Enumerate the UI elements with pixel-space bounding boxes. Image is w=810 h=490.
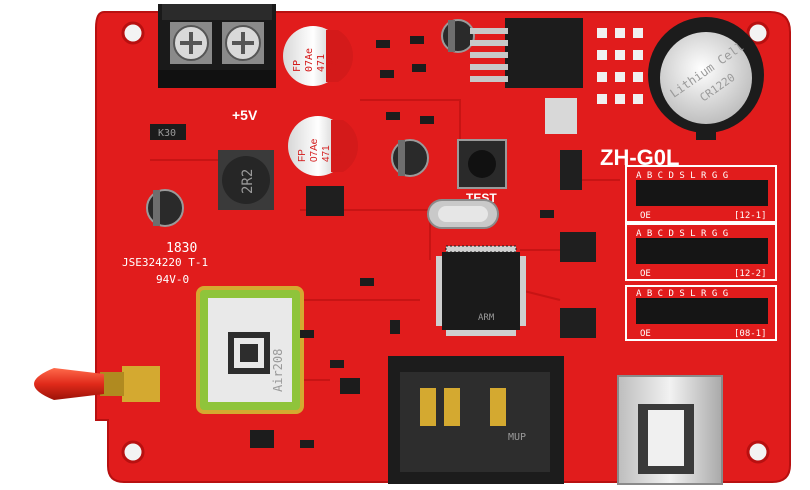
module-brand: Air208 — [271, 349, 285, 392]
inductor: 2R2 — [218, 150, 274, 210]
mcu-chip: ARM — [436, 245, 526, 336]
mounting-holes — [121, 21, 770, 464]
connector-label: [08-1] — [734, 329, 767, 339]
oe-label: OE — [640, 269, 651, 279]
sim-text: MUP — [508, 432, 526, 443]
capacitor-middle: FP 07Ae 471 16 — [288, 116, 359, 176]
capacitor-text: FP — [297, 149, 308, 162]
small-ics — [306, 150, 596, 338]
connector-label: [12-1] — [734, 211, 767, 221]
coin-cell-battery: Lithium Cell CR1220 — [648, 17, 764, 140]
voltage-regulator — [470, 18, 583, 134]
hub-connectors: A B C D S L R G G A B C D S L R G G A B … — [625, 165, 777, 341]
power-terminal-block — [158, 4, 276, 88]
silkscreen-codes: 1830 JSE324220 T-1 94V-0 — [122, 241, 208, 286]
resistor-label: K30 — [158, 128, 176, 139]
resistor: K30 — [150, 124, 186, 140]
capacitor-text: 471 — [321, 145, 332, 162]
capacitor-text: 07Ae — [309, 138, 320, 162]
pad-grid — [597, 28, 643, 104]
capacitor-top: FP 07Ae 471 16 — [283, 26, 354, 86]
oe-label: OE — [640, 211, 651, 221]
connector-header: A B C D S L R G G — [636, 229, 728, 239]
capacitor-text: 16 — [333, 150, 344, 162]
cert-code: JSE324220 T-1 — [122, 256, 208, 269]
oe-label: OE — [640, 329, 651, 339]
connector-header: A B C D S L R G G — [636, 289, 728, 299]
connector-header: A B C D S L R G G — [636, 171, 728, 181]
sim-card-slot: MUP — [388, 356, 564, 484]
connector-label: [12-2] — [734, 269, 767, 279]
gsm-module: Air208 — [196, 286, 304, 414]
inductor-label: 2R2 — [240, 169, 256, 194]
small-capacitors — [146, 19, 475, 227]
capacitor-text: 16 — [328, 60, 339, 72]
date-code: 1830 — [166, 241, 197, 256]
test-button — [457, 139, 507, 189]
smd-components — [250, 36, 554, 448]
capacitor-text: FP — [292, 60, 303, 72]
voltage-label: +5V — [232, 107, 258, 123]
antenna — [34, 366, 160, 402]
mcu-brand: ARM — [478, 313, 495, 323]
capacitor-text: 07Ae — [304, 48, 315, 72]
flame-rating: 94V-0 — [156, 273, 189, 286]
crystal-oscillator — [427, 199, 499, 229]
capacitor-text: 471 — [316, 54, 327, 72]
usb-connector — [617, 375, 723, 485]
